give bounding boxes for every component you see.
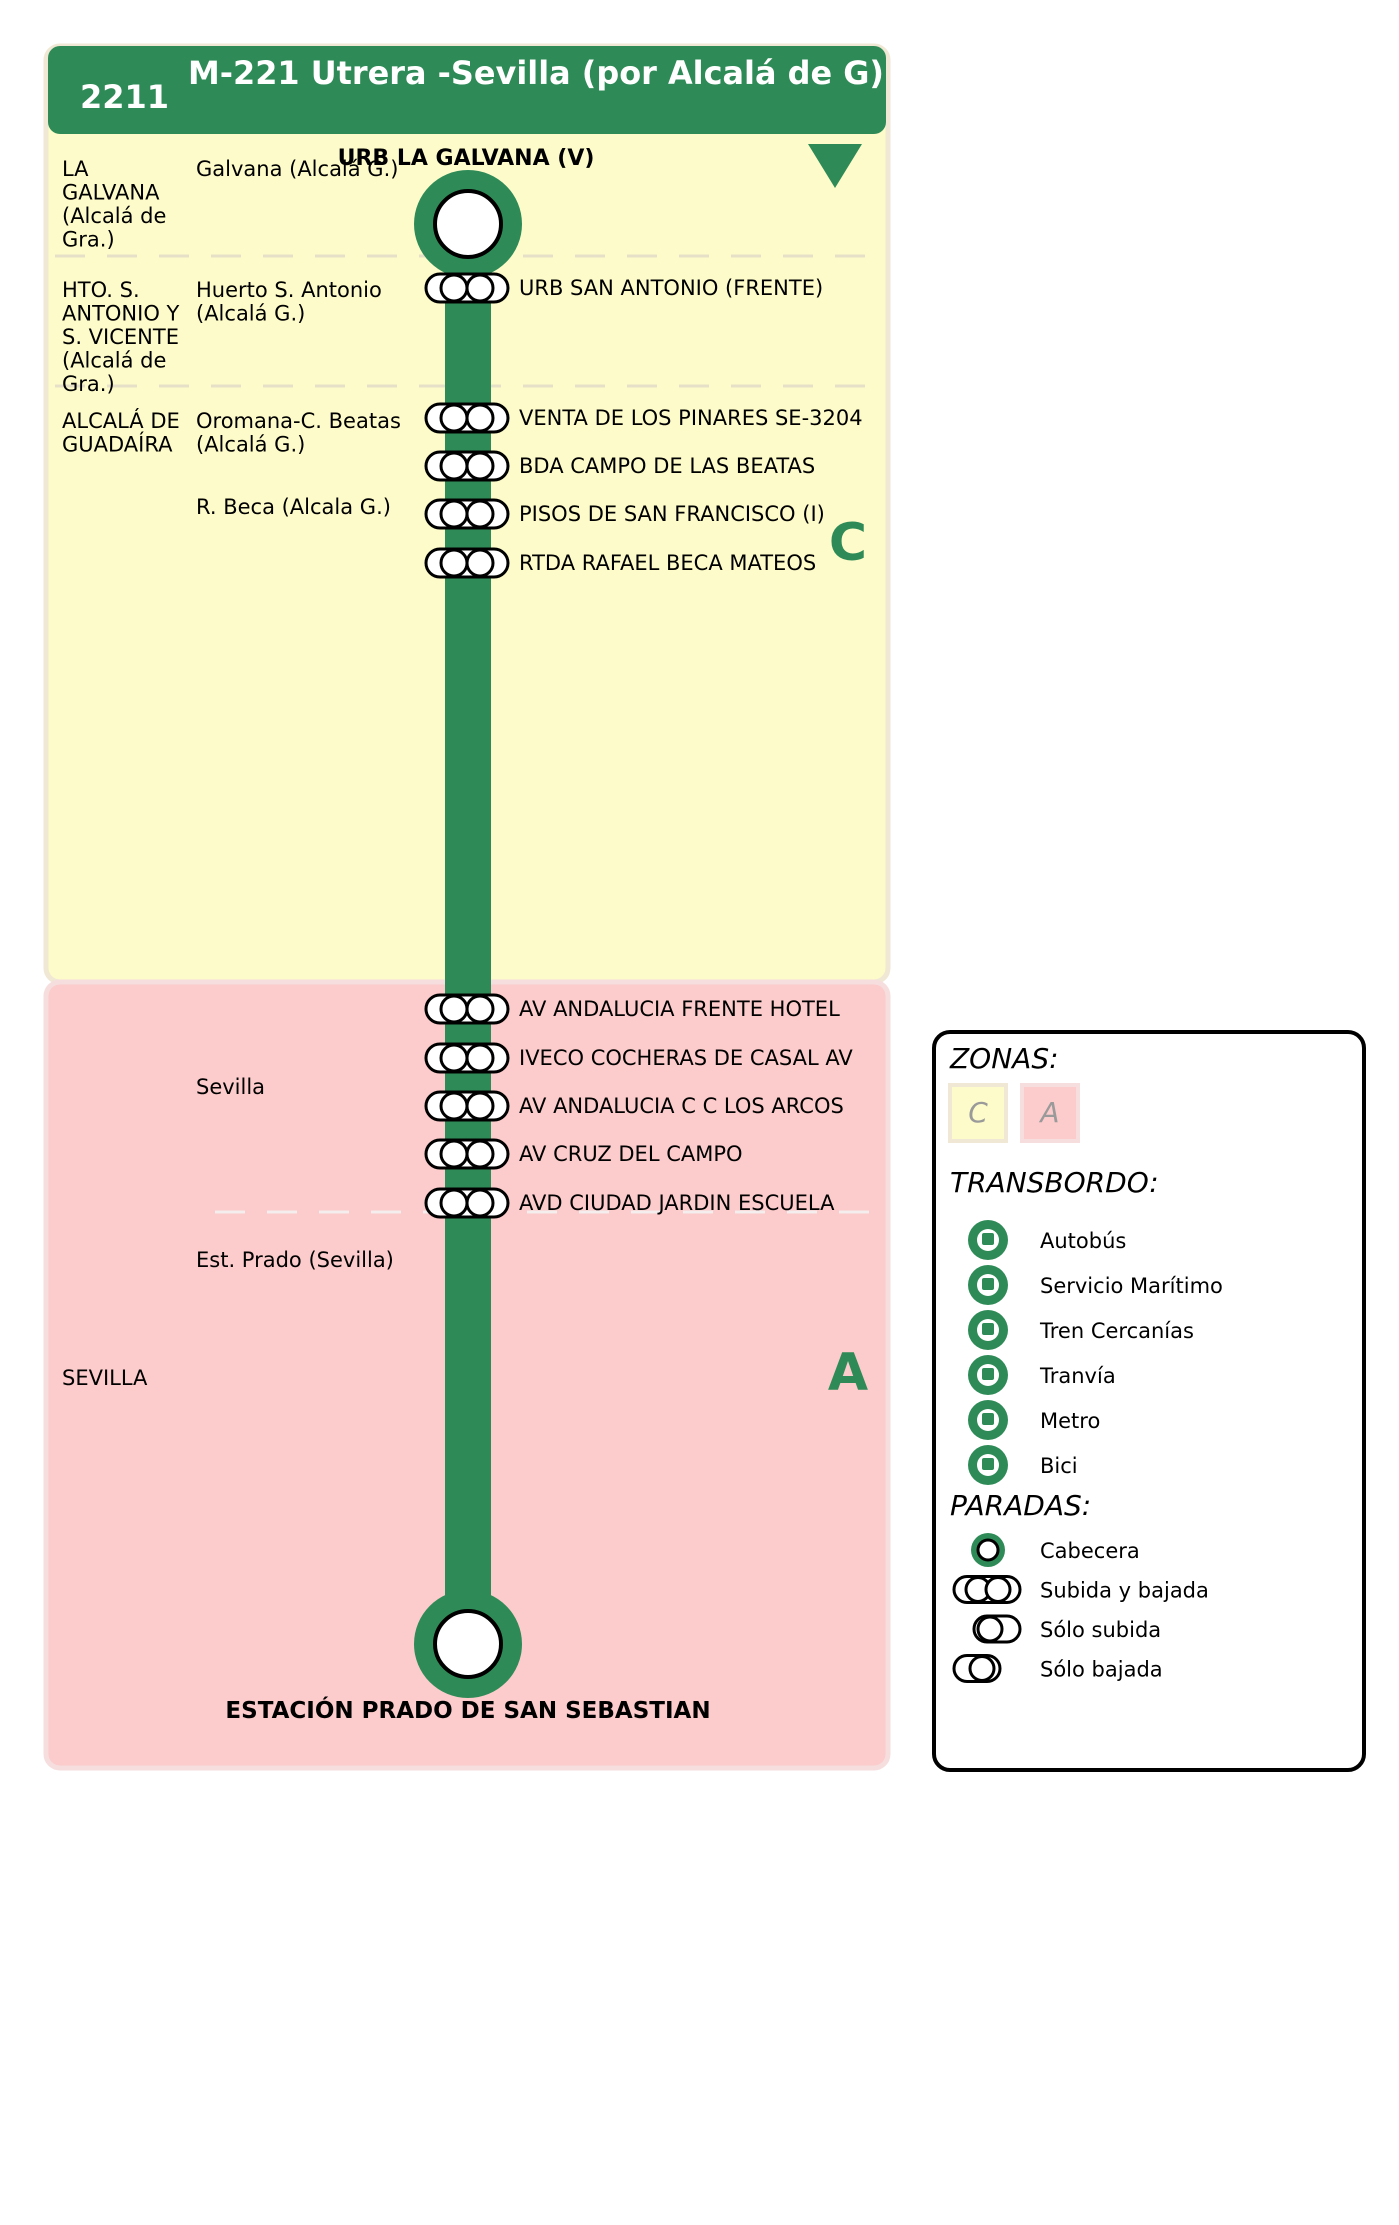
legend-box — [932, 1030, 1366, 1772]
municipality-line: (Alcalá de — [62, 204, 166, 228]
legend-transfer-label: Tren Cercanías — [1039, 1319, 1194, 1343]
locality-line: (Alcalá G.) — [196, 302, 305, 326]
municipality-line: ALCALÁ DE — [62, 408, 180, 433]
stop-name: RTDA RAFAEL BECA MATEOS — [519, 551, 816, 575]
legend-zones-title: ZONAS: — [949, 1042, 1059, 1075]
stop-name: AV ANDALUCIA C C LOS ARCOS — [519, 1094, 844, 1118]
stop-marker[interactable] — [424, 547, 510, 579]
ferry-icon — [968, 1265, 1008, 1305]
route-code: 2211 — [80, 78, 169, 116]
route-header — [48, 46, 886, 134]
municipality-line: ANTONIO Y — [62, 302, 180, 326]
locality-label: R. Beca (Alcala G.) — [196, 495, 391, 519]
stop-name: VENTA DE LOS PINARES SE-3204 — [519, 406, 863, 430]
terminal-stop-end[interactable] — [414, 1590, 522, 1698]
route-line — [445, 222, 491, 1640]
municipality-line: S. VICENTE — [62, 325, 179, 349]
solo-bajada-icon — [952, 1654, 1002, 1683]
locality-label: Est. Prado (Sevilla) — [196, 1248, 394, 1272]
municipality-line: (Alcalá de — [62, 349, 166, 373]
legend-zone-a-swatch — [1020, 1083, 1080, 1143]
bus-icon — [968, 1220, 1008, 1260]
direction-arrow-icon — [808, 144, 862, 188]
stop-name: PISOS DE SAN FRANCISCO (I) — [519, 502, 825, 526]
legend-transfer-label: Tranvía — [1039, 1364, 1116, 1388]
stop-name: AV CRUZ DEL CAMPO — [519, 1142, 743, 1166]
stop-marker[interactable] — [424, 1090, 510, 1122]
solo-subida-icon — [972, 1614, 1022, 1644]
legend-stop-type-label: Cabecera — [1040, 1539, 1140, 1563]
municipality-line: GALVANA — [62, 181, 160, 205]
zone-c-letter: C — [829, 513, 867, 573]
locality-line: (Alcalá G.) — [196, 433, 305, 457]
legend-transfer-label: Bici — [1040, 1454, 1078, 1478]
stop-name: BDA CAMPO DE LAS BEATAS — [519, 454, 815, 478]
municipality-label: HTO. S.ANTONIO YS. VICENTE(Alcalá deGra.… — [62, 278, 180, 396]
terminal-stop-start[interactable] — [414, 170, 522, 278]
legend-zone-c-swatch — [948, 1083, 1008, 1143]
train-icon — [968, 1310, 1008, 1350]
legend-zone-c-label: C — [968, 1096, 988, 1129]
stop-marker[interactable] — [424, 1042, 510, 1074]
stop-marker[interactable] — [424, 1187, 510, 1219]
locality-line: Huerto S. Antonio — [196, 278, 382, 302]
locality-line: Est. Prado (Sevilla) — [196, 1248, 394, 1272]
municipality-line: GUADAÍRA — [62, 432, 173, 457]
legend-transfer-label: Servicio Marítimo — [1040, 1274, 1223, 1298]
stop-name: AV ANDALUCIA FRENTE HOTEL — [519, 997, 840, 1021]
municipality-line: SEVILLA — [62, 1366, 148, 1390]
stop-marker[interactable] — [424, 993, 510, 1025]
locality-label: Huerto S. Antonio(Alcalá G.) — [196, 278, 382, 326]
locality-line: R. Beca (Alcala G.) — [196, 495, 391, 519]
locality-label: Sevilla — [196, 1075, 265, 1099]
municipality-line: Gra.) — [62, 228, 115, 252]
legend-stops-title: PARADAS: — [950, 1489, 1091, 1522]
cabecera-icon — [971, 1533, 1005, 1567]
stop-name: AVD CIUDAD JARDIN ESCUELA — [519, 1191, 835, 1215]
stop-marker[interactable] — [424, 498, 510, 530]
tram-icon — [968, 1355, 1008, 1395]
stop-name: IVECO COCHERAS DE CASAL AV — [519, 1046, 853, 1070]
stop-marker[interactable] — [424, 402, 510, 434]
locality-line: Oromana-C. Beatas — [196, 409, 401, 433]
stop-name: URB SAN ANTONIO (FRENTE) — [519, 276, 823, 300]
legend-zone-a-label: A — [1038, 1096, 1059, 1129]
legend-transfer-title: TRANSBORDO: — [950, 1166, 1159, 1199]
legend-transfer-label: Metro — [1040, 1409, 1100, 1433]
subida-y-bajada-icon — [952, 1575, 1022, 1604]
bicycle-icon — [968, 1445, 1008, 1485]
municipality-line: LA — [62, 157, 89, 181]
locality-line: Sevilla — [196, 1075, 265, 1099]
locality-label: Oromana-C. Beatas(Alcalá G.) — [196, 409, 401, 457]
municipality-line: Gra.) — [62, 372, 115, 396]
route-name: M-221 Utrera -Sevilla (por Alcalá de G) — [188, 54, 884, 92]
zone-a-letter: A — [828, 1343, 868, 1403]
stop-marker[interactable] — [424, 272, 510, 304]
locality-label: Galvana (Alcalá G.) — [196, 157, 398, 181]
municipality-line: HTO. S. — [62, 278, 140, 302]
metro-icon — [968, 1400, 1008, 1440]
legend-stop-type-label: Sólo bajada — [1040, 1658, 1163, 1682]
legend-stop-type-label: Subida y bajada — [1040, 1579, 1209, 1603]
stop-marker[interactable] — [424, 450, 510, 482]
municipality-label: SEVILLA — [62, 1366, 148, 1390]
group-separators — [55, 254, 880, 388]
stop-name-start: URB LA GALVANA (V) — [338, 146, 595, 171]
legend-stop-type-label: Sólo subida — [1040, 1618, 1161, 1642]
locality-line: Galvana (Alcalá G.) — [196, 157, 398, 181]
intermediate-stops: URB SAN ANTONIO (FRENTE) VENTA DE LOS PIN… — [424, 272, 863, 1219]
locality-labels: Galvana (Alcalá G.)Huerto S. Antonio(Alc… — [196, 157, 401, 1272]
stop-name-end: ESTACIÓN PRADO DE SAN SEBASTIAN — [225, 1696, 710, 1724]
stop-marker[interactable] — [424, 1138, 510, 1170]
legend-transfer-label: Autobús — [1040, 1229, 1126, 1253]
